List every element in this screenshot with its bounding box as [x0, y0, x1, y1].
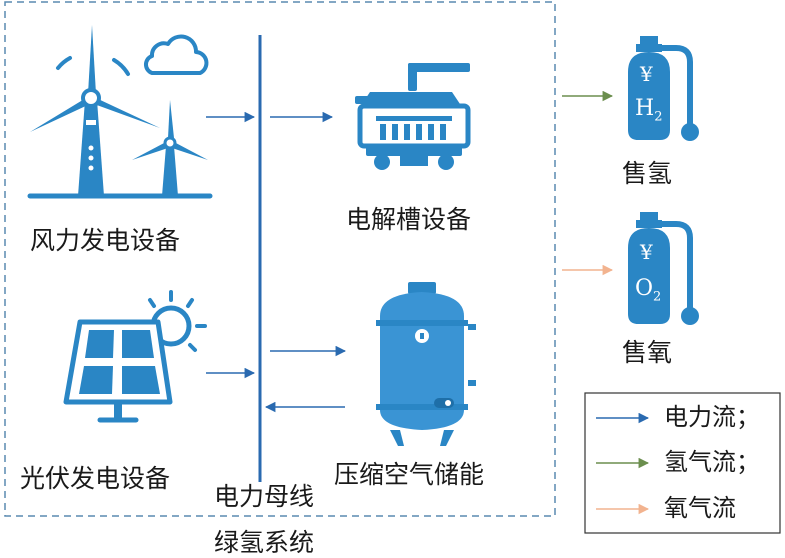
oxygen-formula-sub: 2 — [653, 289, 662, 305]
wind-turbine-icon — [27, 25, 213, 199]
hydrogen-tank-formula: H2 — [635, 96, 663, 125]
sell-oxygen-label: 售氧 — [622, 338, 673, 367]
oxygen-formula-letter: O — [635, 276, 654, 301]
hydrogen-formula-letter: H — [635, 96, 655, 121]
oxygen-cylinder-icon — [628, 212, 699, 325]
wind-label: 风力发电设备 — [30, 226, 181, 255]
oxygen-tank-symbol: ¥ — [640, 240, 653, 264]
hydrogen-formula-sub: 2 — [654, 109, 663, 125]
electrolyzer-label: 电解槽设备 — [346, 205, 472, 234]
cloud-icon — [144, 34, 209, 75]
air-storage-label: 压缩空气储能 — [334, 460, 485, 489]
electrolyzer-icon — [355, 63, 471, 170]
legend-hydrogen-label: 氢气流； — [664, 448, 760, 476]
solar-label: 光伏发电设备 — [20, 464, 171, 493]
system-boundary — [4, 1, 556, 517]
legend-power-label: 电力流； — [664, 403, 760, 431]
sell-hydrogen-label: 售氢 — [622, 159, 673, 188]
oxygen-tank-formula: O2 — [635, 276, 662, 305]
legend-oxygen-label: 氧气流 — [664, 494, 736, 522]
bus-label: 电力母线 — [214, 482, 315, 511]
solar-panel-icon — [63, 290, 207, 423]
hydrogen-cylinder-icon — [628, 36, 699, 141]
air-storage-tank-icon — [376, 282, 476, 446]
hydrogen-tank-symbol: ¥ — [640, 62, 653, 86]
system-label: 绿氢系统 — [214, 528, 315, 557]
legend-box — [584, 392, 781, 534]
